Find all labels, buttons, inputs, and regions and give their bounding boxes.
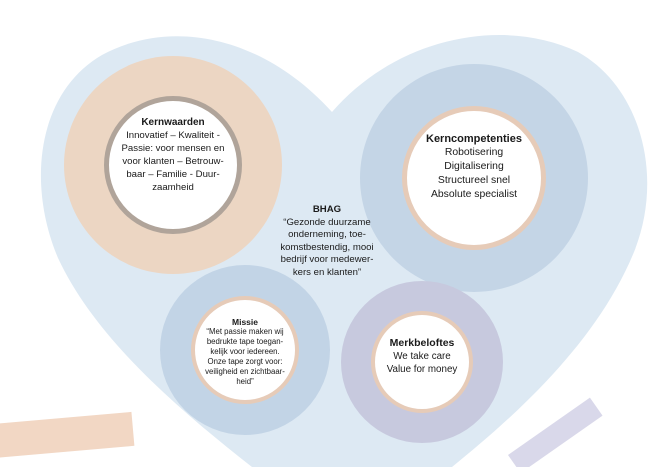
missie-line: kelijk voor iedereen.	[210, 347, 280, 356]
kernwaarden-line: Innovatief – Kwaliteit -	[126, 130, 220, 141]
kernwaarden-text: Kernwaarden Innovatief – Kwaliteit - Pas…	[112, 116, 234, 194]
missie-line: “Met passie maken wij	[206, 327, 284, 336]
bhag-title: BHAG	[312, 204, 342, 215]
kernwaarden-line: voor klanten – Betrouw-	[122, 156, 224, 167]
merkbeloftes-title: Merkbeloftes	[389, 337, 455, 349]
bhag-text: BHAG “Gezonde duurzame onderneming, toe-…	[254, 204, 400, 279]
missie-line: bedrukte tape toegan-	[206, 337, 284, 346]
missie-line: heid”	[236, 377, 254, 386]
missie-inner-circle	[191, 296, 299, 404]
merkbeloftes-line: Value for money	[386, 364, 458, 375]
kernwaarden-line: zaamheid	[152, 182, 194, 193]
kernwaarden-line: baar – Familie - Duur-	[126, 169, 220, 180]
bhag-line: onderneming, toe-	[288, 229, 366, 240]
kernwaarden-inner-circle	[104, 96, 242, 234]
merkbeloftes-text: Merkbeloftes We take care Value for mone…	[372, 337, 472, 376]
bhag-line: “Gezonde duurzame	[283, 216, 371, 228]
kerncompetenties-line: Absolute specialist	[430, 189, 518, 200]
merkbeloftes-line: We take care	[393, 351, 451, 362]
kerncompetenties-title: Kerncompetenties	[426, 133, 522, 145]
kerncompetenties-inner-circle	[402, 106, 546, 250]
kernwaarden-line: Passie: voor mensen en	[121, 143, 225, 154]
kernwaarden-title: Kernwaarden	[141, 117, 205, 128]
tape-strip-peach	[0, 411, 135, 459]
kerncompetenties-line: Digitalisering	[444, 161, 504, 172]
missie-title: Missie	[232, 317, 258, 327]
kerncompetenties-line: Structureel snel	[437, 175, 511, 186]
kerncompetenties-text: Kerncompetenties Robotisering Digitalise…	[408, 132, 540, 202]
tape-strip-lavender	[508, 397, 603, 467]
missie-line: Onze tape zorgt voor:	[207, 357, 283, 366]
missie-line: veiligheid en zichtbaar-	[205, 367, 285, 376]
missie-text: Missie “Met passie maken wij bedrukte ta…	[193, 317, 297, 387]
bhag-line: komstbestendig, mooi	[280, 241, 374, 253]
kerncompetenties-line: Robotisering	[444, 147, 504, 158]
merkbeloftes-inner-circle	[371, 311, 473, 413]
bhag-line: kers en klanten”	[292, 266, 362, 278]
bhag-line: bedrijf voor medewer-	[280, 254, 374, 265]
